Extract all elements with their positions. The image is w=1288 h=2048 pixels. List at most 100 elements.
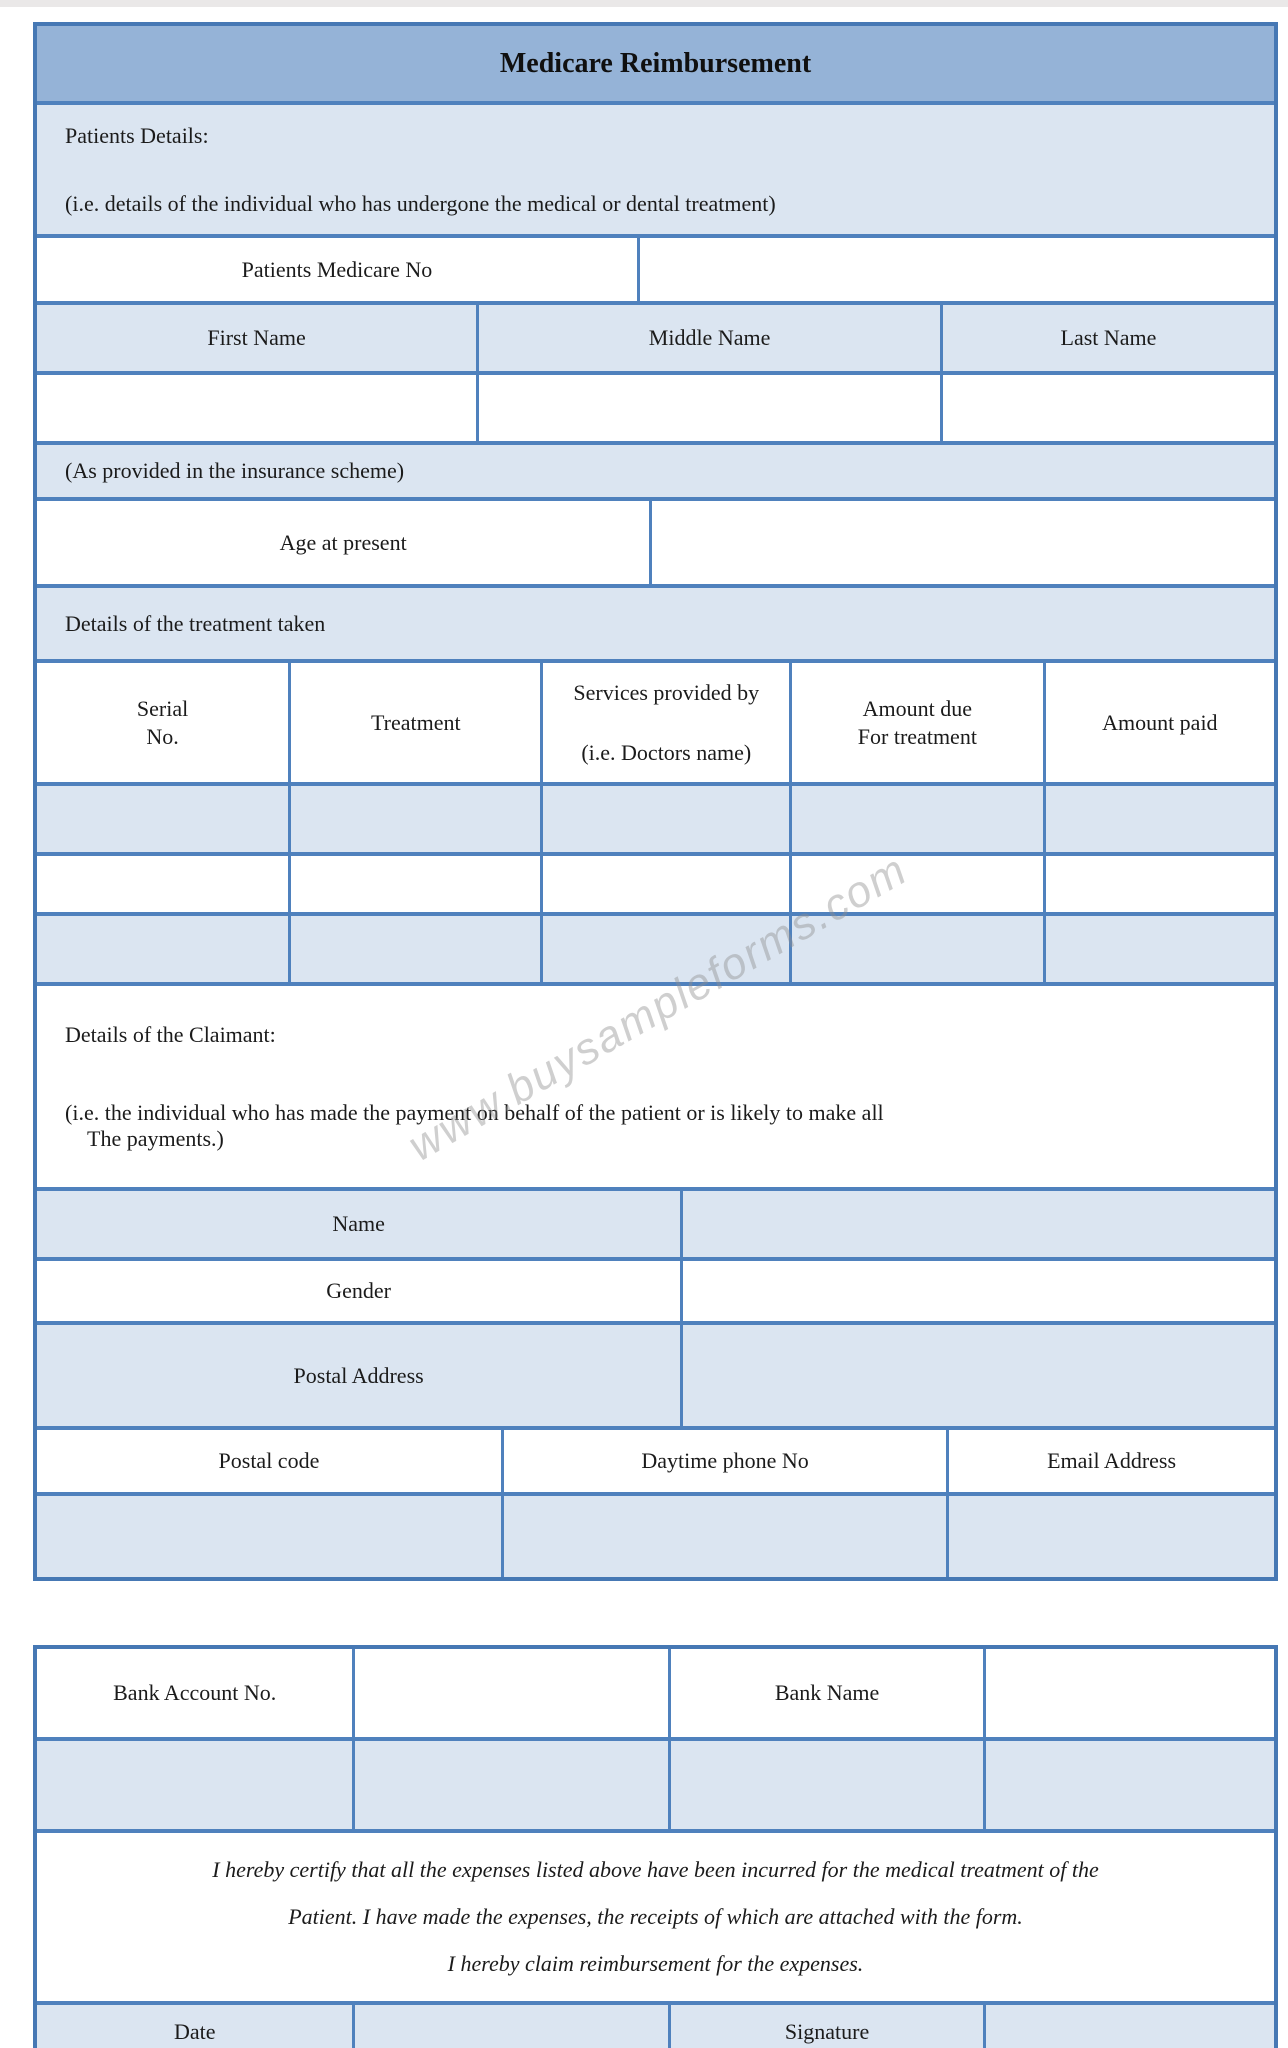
treatment-data-row-3 [37,912,1274,982]
claimant-name-row: Name [37,1187,1274,1257]
claimant-details-section: Details of the Claimant: (i.e. the indiv… [37,982,1274,1187]
postal-address-input-cell[interactable] [680,1325,1274,1426]
treatment-row3-serial-cell[interactable] [37,916,289,982]
bank-account-input-cell[interactable] [352,1649,668,1737]
bank-row: Bank Account No. Bank Name [37,1649,1274,1737]
certification-line1: I hereby certify that all the expenses l… [212,1857,1099,1883]
bank-row2-cell-1[interactable] [37,1741,353,1829]
certification-line3: I hereby claim reimbursement for the exp… [447,1950,864,1976]
signature-input-cell[interactable] [983,2005,1274,2048]
signature-label-cell: Signature [667,2005,984,2048]
claimant-note-line1: (i.e. the individual who has made the pa… [65,1100,884,1125]
signature-label: Signature [784,2019,870,2044]
age-label-cell: Age at present [37,501,650,584]
bank-row2-cell-2[interactable] [352,1741,668,1829]
treatment-row2-services-cell[interactable] [540,856,790,912]
bank-name-input-cell[interactable] [983,1649,1274,1737]
treatment-row3-amount-due-cell[interactable] [789,916,1043,982]
claimant-gender-input-cell[interactable] [680,1261,1274,1321]
treatment-row2-serial-cell[interactable] [37,856,289,912]
treatment-row2-amount-paid-cell[interactable] [1042,856,1274,912]
middle-name-label: Middle Name [648,325,771,350]
date-label-cell: Date [37,2005,353,2048]
certification-line2: Patient. I have made the expenses, the r… [288,1903,1023,1929]
treatment-row1-services-cell[interactable] [540,786,790,852]
age-input-cell[interactable] [649,501,1274,584]
patients-details-section: Patients Details: (i.e. details of the i… [37,101,1274,234]
serial-no-label-line1: Serial [136,696,189,721]
treatment-row1-amount-due-cell[interactable] [789,786,1043,852]
postal-code-label: Postal code [218,1448,320,1473]
amount-due-label-line2: For treatment [857,723,977,749]
claimant-name-label: Name [332,1211,385,1236]
treatment-row2-treatment-cell[interactable] [288,856,541,912]
medicare-no-label: Patients Medicare No [241,256,433,282]
email-input-cell[interactable] [946,1496,1274,1577]
claimant-name-label-cell: Name [37,1191,681,1257]
serial-no-header-cell: Serial No. [37,663,289,782]
bank-row2-cell-3[interactable] [667,1741,984,1829]
bank-name-label-cell: Bank Name [667,1649,984,1737]
claimant-postal-address-row: Postal Address [37,1321,1274,1426]
amount-due-header-cell: Amount due For treatment [789,663,1043,782]
treatment-row1-serial-cell[interactable] [37,786,289,852]
insurance-note-row: (As provided in the insurance scheme) [37,441,1274,497]
serial-no-label-line2: No. [146,723,179,749]
age-row: Age at present [37,497,1274,584]
claimant-heading: Details of the Claimant: [65,1022,276,1047]
amount-paid-header-cell: Amount paid [1042,663,1274,782]
treatment-row1-treatment-cell[interactable] [288,786,541,852]
page-top-edge [0,0,1288,7]
claimant-note-line2: The payments.) [87,1126,224,1151]
date-label: Date [173,2019,216,2044]
last-name-label: Last Name [1060,325,1157,350]
postal-code-header-cell: Postal code [37,1430,501,1492]
treatment-header-cell: Treatment [288,663,541,782]
treatment-row3-services-cell[interactable] [540,916,790,982]
contact-input-row [37,1492,1274,1577]
claimant-name-input-cell[interactable] [680,1191,1274,1257]
patients-details-heading: Patients Details: [65,123,209,148]
postal-code-input-cell[interactable] [37,1496,501,1577]
phone-header-cell: Daytime phone No [500,1430,947,1492]
medicare-no-input-cell[interactable] [636,238,1274,301]
phone-input-cell[interactable] [500,1496,947,1577]
insurance-note: (As provided in the insurance scheme) [65,458,405,483]
middle-name-header-cell: Middle Name [476,305,940,371]
first-name-label: First Name [207,325,306,350]
bank-input-row [37,1737,1274,1829]
last-name-input-cell[interactable] [940,375,1274,441]
name-input-row [37,371,1274,441]
first-name-input-cell[interactable] [37,375,477,441]
email-label: Email Address [1047,1448,1177,1473]
claimant-gender-label-cell: Gender [37,1261,681,1321]
services-header-cell: Services provided by (i.e. Doctors name) [540,663,790,782]
services-label-line1: Services provided by [573,679,760,705]
amount-paid-label: Amount paid [1102,709,1218,735]
treatment-data-row-2 [37,852,1274,912]
age-label: Age at present [279,529,407,555]
bank-name-label: Bank Name [774,1680,880,1705]
bank-row2-cell-4[interactable] [983,1741,1274,1829]
treatment-data-row-1 [37,782,1274,852]
treatment-table-header-row: Serial No. Treatment Services provided b… [37,659,1274,782]
bank-account-label-cell: Bank Account No. [37,1649,353,1737]
medicare-no-label-cell: Patients Medicare No [37,238,637,301]
date-input-cell[interactable] [352,2005,668,2048]
treatment-row1-amount-paid-cell[interactable] [1042,786,1274,852]
main-form-block: Medicare Reimbursement Patients Details:… [33,22,1278,1581]
certification-section: I hereby certify that all the expenses l… [37,1829,1274,2001]
claimant-gender-label: Gender [326,1278,391,1303]
claimant-gender-row: Gender [37,1257,1274,1321]
last-name-header-cell: Last Name [940,305,1274,371]
treatment-label: Treatment [370,709,461,735]
patients-details-note: (i.e. details of the individual who has … [65,191,776,216]
treatment-row2-amount-due-cell[interactable] [789,856,1043,912]
first-name-header-cell: First Name [37,305,477,371]
treatment-row3-amount-paid-cell[interactable] [1042,916,1274,982]
middle-name-input-cell[interactable] [476,375,940,441]
treatment-heading: Details of the treatment taken [65,610,326,636]
medicare-no-row: Patients Medicare No [37,234,1274,301]
treatment-row3-treatment-cell[interactable] [288,916,541,982]
